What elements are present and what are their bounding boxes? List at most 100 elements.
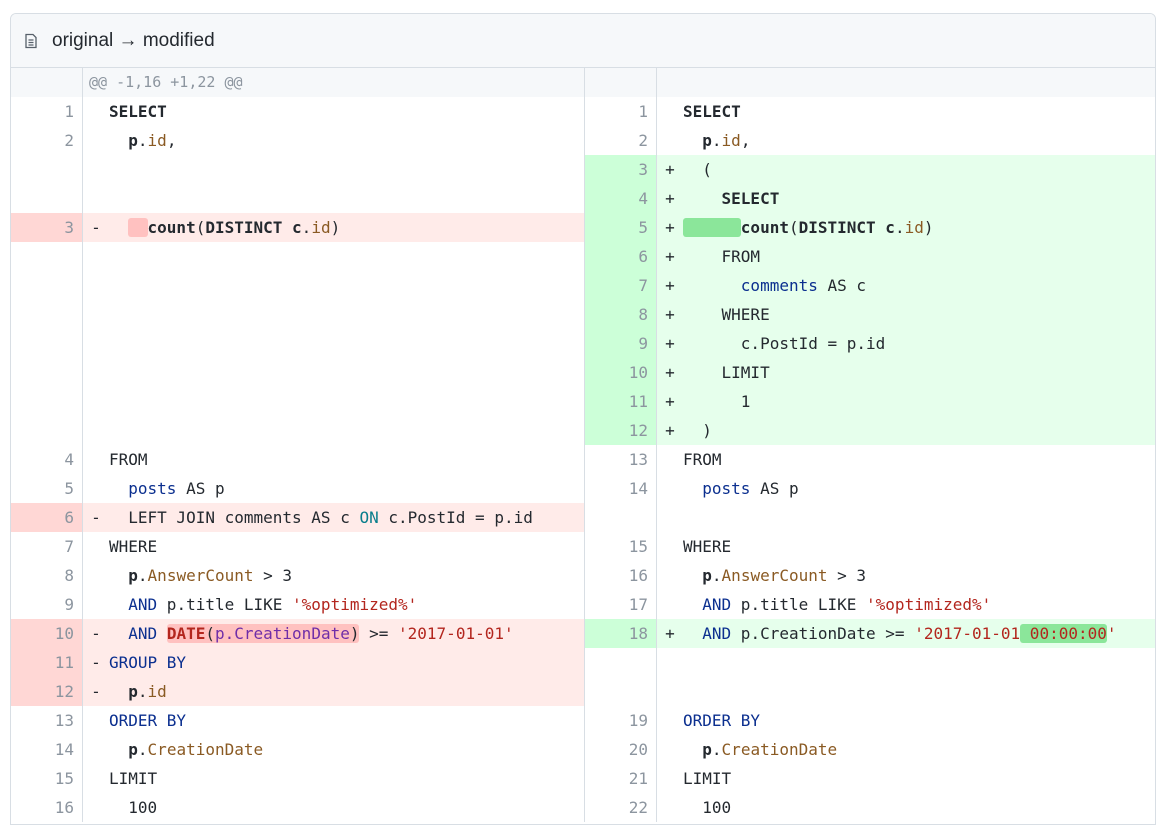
right-code-line: 1 SELECT [584, 97, 1155, 126]
right-code-line: 4+ SELECT [584, 184, 1155, 213]
line-number[interactable]: 12 [11, 677, 83, 706]
line-number[interactable]: 13 [585, 445, 657, 474]
line-number[interactable]: 5 [585, 213, 657, 242]
code-text: SELECT [721, 189, 780, 208]
code-text: posts AS p [702, 479, 799, 498]
line-number[interactable]: 6 [11, 503, 83, 532]
code-text: posts AS p [128, 479, 225, 498]
line-number[interactable]: 2 [585, 126, 657, 155]
line-number[interactable]: 14 [585, 474, 657, 503]
left-code-line: 9 AND p.title LIKE '%optimized%' [11, 590, 584, 619]
line-number[interactable]: 1 [11, 97, 83, 126]
left-code-line: 3- count(DISTINCT c.id) [11, 213, 584, 242]
line-number[interactable]: 10 [585, 358, 657, 387]
left-code-line: 2 p.id, [11, 126, 584, 155]
line-number[interactable]: 14 [11, 735, 83, 764]
diff-marker [657, 126, 683, 155]
line-number[interactable]: 9 [11, 590, 83, 619]
diff-row: 11-GROUP BY [11, 648, 1155, 677]
line-number[interactable]: 17 [585, 590, 657, 619]
left-code-line: 14 p.CreationDate [11, 735, 584, 764]
code-text: SELECT [683, 102, 741, 121]
diff-marker [83, 126, 109, 155]
right-code-line: 13 FROM [584, 445, 1155, 474]
line-number[interactable]: 19 [585, 706, 657, 735]
left-code-line: 10- AND DATE(p.CreationDate) >= '2017-01… [11, 619, 584, 648]
diff-row: 10- AND DATE(p.CreationDate) >= '2017-01… [11, 619, 1155, 648]
diff-marker: - [91, 508, 101, 527]
code-text: ORDER BY [109, 711, 187, 730]
left-empty-cell [11, 329, 584, 358]
right-empty-cell [584, 503, 1155, 532]
line-number[interactable]: 16 [585, 561, 657, 590]
diff-row: 12+ ) [11, 416, 1155, 445]
line-number[interactable]: 22 [585, 793, 657, 822]
line-number[interactable]: 3 [585, 155, 657, 184]
diff-row: 1 SELECT 1 SELECT [11, 97, 1155, 126]
code-text: AND p.title LIKE '%optimized%' [702, 595, 992, 614]
line-number[interactable]: 15 [11, 764, 83, 793]
code-text: WHERE [683, 305, 770, 324]
line-number[interactable]: 11 [11, 648, 83, 677]
code-text: FROM [683, 450, 722, 469]
line-number[interactable]: 4 [585, 184, 657, 213]
line-number[interactable]: 3 [11, 213, 83, 242]
line-number[interactable]: 5 [11, 474, 83, 503]
line-number[interactable]: 7 [585, 271, 657, 300]
diff-marker [657, 532, 683, 561]
line-number[interactable]: 18 [585, 619, 657, 648]
diff-row: 3- count(DISTINCT c.id)5+ count(DISTINCT… [11, 213, 1155, 242]
code-text: p.AnswerCount > 3 [128, 566, 293, 585]
code-text: LIMIT [109, 769, 158, 788]
left-code-line: 8 p.AnswerCount > 3 [11, 561, 584, 590]
left-code-line: 6- LEFT JOIN comments AS c ON c.PostId =… [11, 503, 584, 532]
code-text: GROUP BY [109, 653, 187, 672]
diff-marker [83, 445, 109, 474]
line-number[interactable]: 11 [585, 387, 657, 416]
line-number[interactable]: 12 [585, 416, 657, 445]
right-code-line: 2 p.id, [584, 126, 1155, 155]
line-number[interactable]: 1 [585, 97, 657, 126]
line-number[interactable]: 8 [11, 561, 83, 590]
diff-marker [83, 764, 109, 793]
line-number[interactable]: 6 [585, 242, 657, 271]
diff-marker [83, 97, 109, 126]
line-number[interactable]: 15 [585, 532, 657, 561]
code-text: comments AS c [740, 276, 867, 295]
code-text: SELECT [109, 102, 167, 121]
right-code-line: 9 + c.PostId = p.id [584, 329, 1155, 358]
line-number[interactable]: 20 [585, 735, 657, 764]
line-number[interactable]: 13 [11, 706, 83, 735]
diff-marker: + [665, 160, 675, 179]
line-number[interactable]: 9 [585, 329, 657, 358]
diff-marker: + [665, 305, 675, 324]
hunk-header-row: @@ -1,16 +1,22 @@ [11, 68, 1155, 97]
line-number[interactable]: 10 [11, 619, 83, 648]
diff-marker [657, 97, 683, 126]
line-number[interactable]: 8 [585, 300, 657, 329]
line-number[interactable]: 16 [11, 793, 83, 822]
line-number[interactable]: 7 [11, 532, 83, 561]
diff-marker: + [665, 218, 675, 237]
code-text: c.PostId = p.id [683, 334, 886, 353]
code-text: p.id [128, 682, 167, 701]
left-code-line: 12- p.id [11, 677, 584, 706]
line-number[interactable]: 21 [585, 764, 657, 793]
diff-marker [83, 793, 109, 822]
left-code-line: 11-GROUP BY [11, 648, 584, 677]
left-empty-cell [11, 271, 584, 300]
code-text: p.CreationDate [702, 740, 838, 759]
right-code-line: 3 + ( [584, 155, 1155, 184]
line-number[interactable]: 2 [11, 126, 83, 155]
line-number[interactable]: 4 [11, 445, 83, 474]
code-text: AND p.title LIKE '%optimized%' [128, 595, 418, 614]
diff-marker [83, 590, 109, 619]
diff-marker: + [665, 334, 675, 353]
code-text: ( [683, 160, 712, 179]
